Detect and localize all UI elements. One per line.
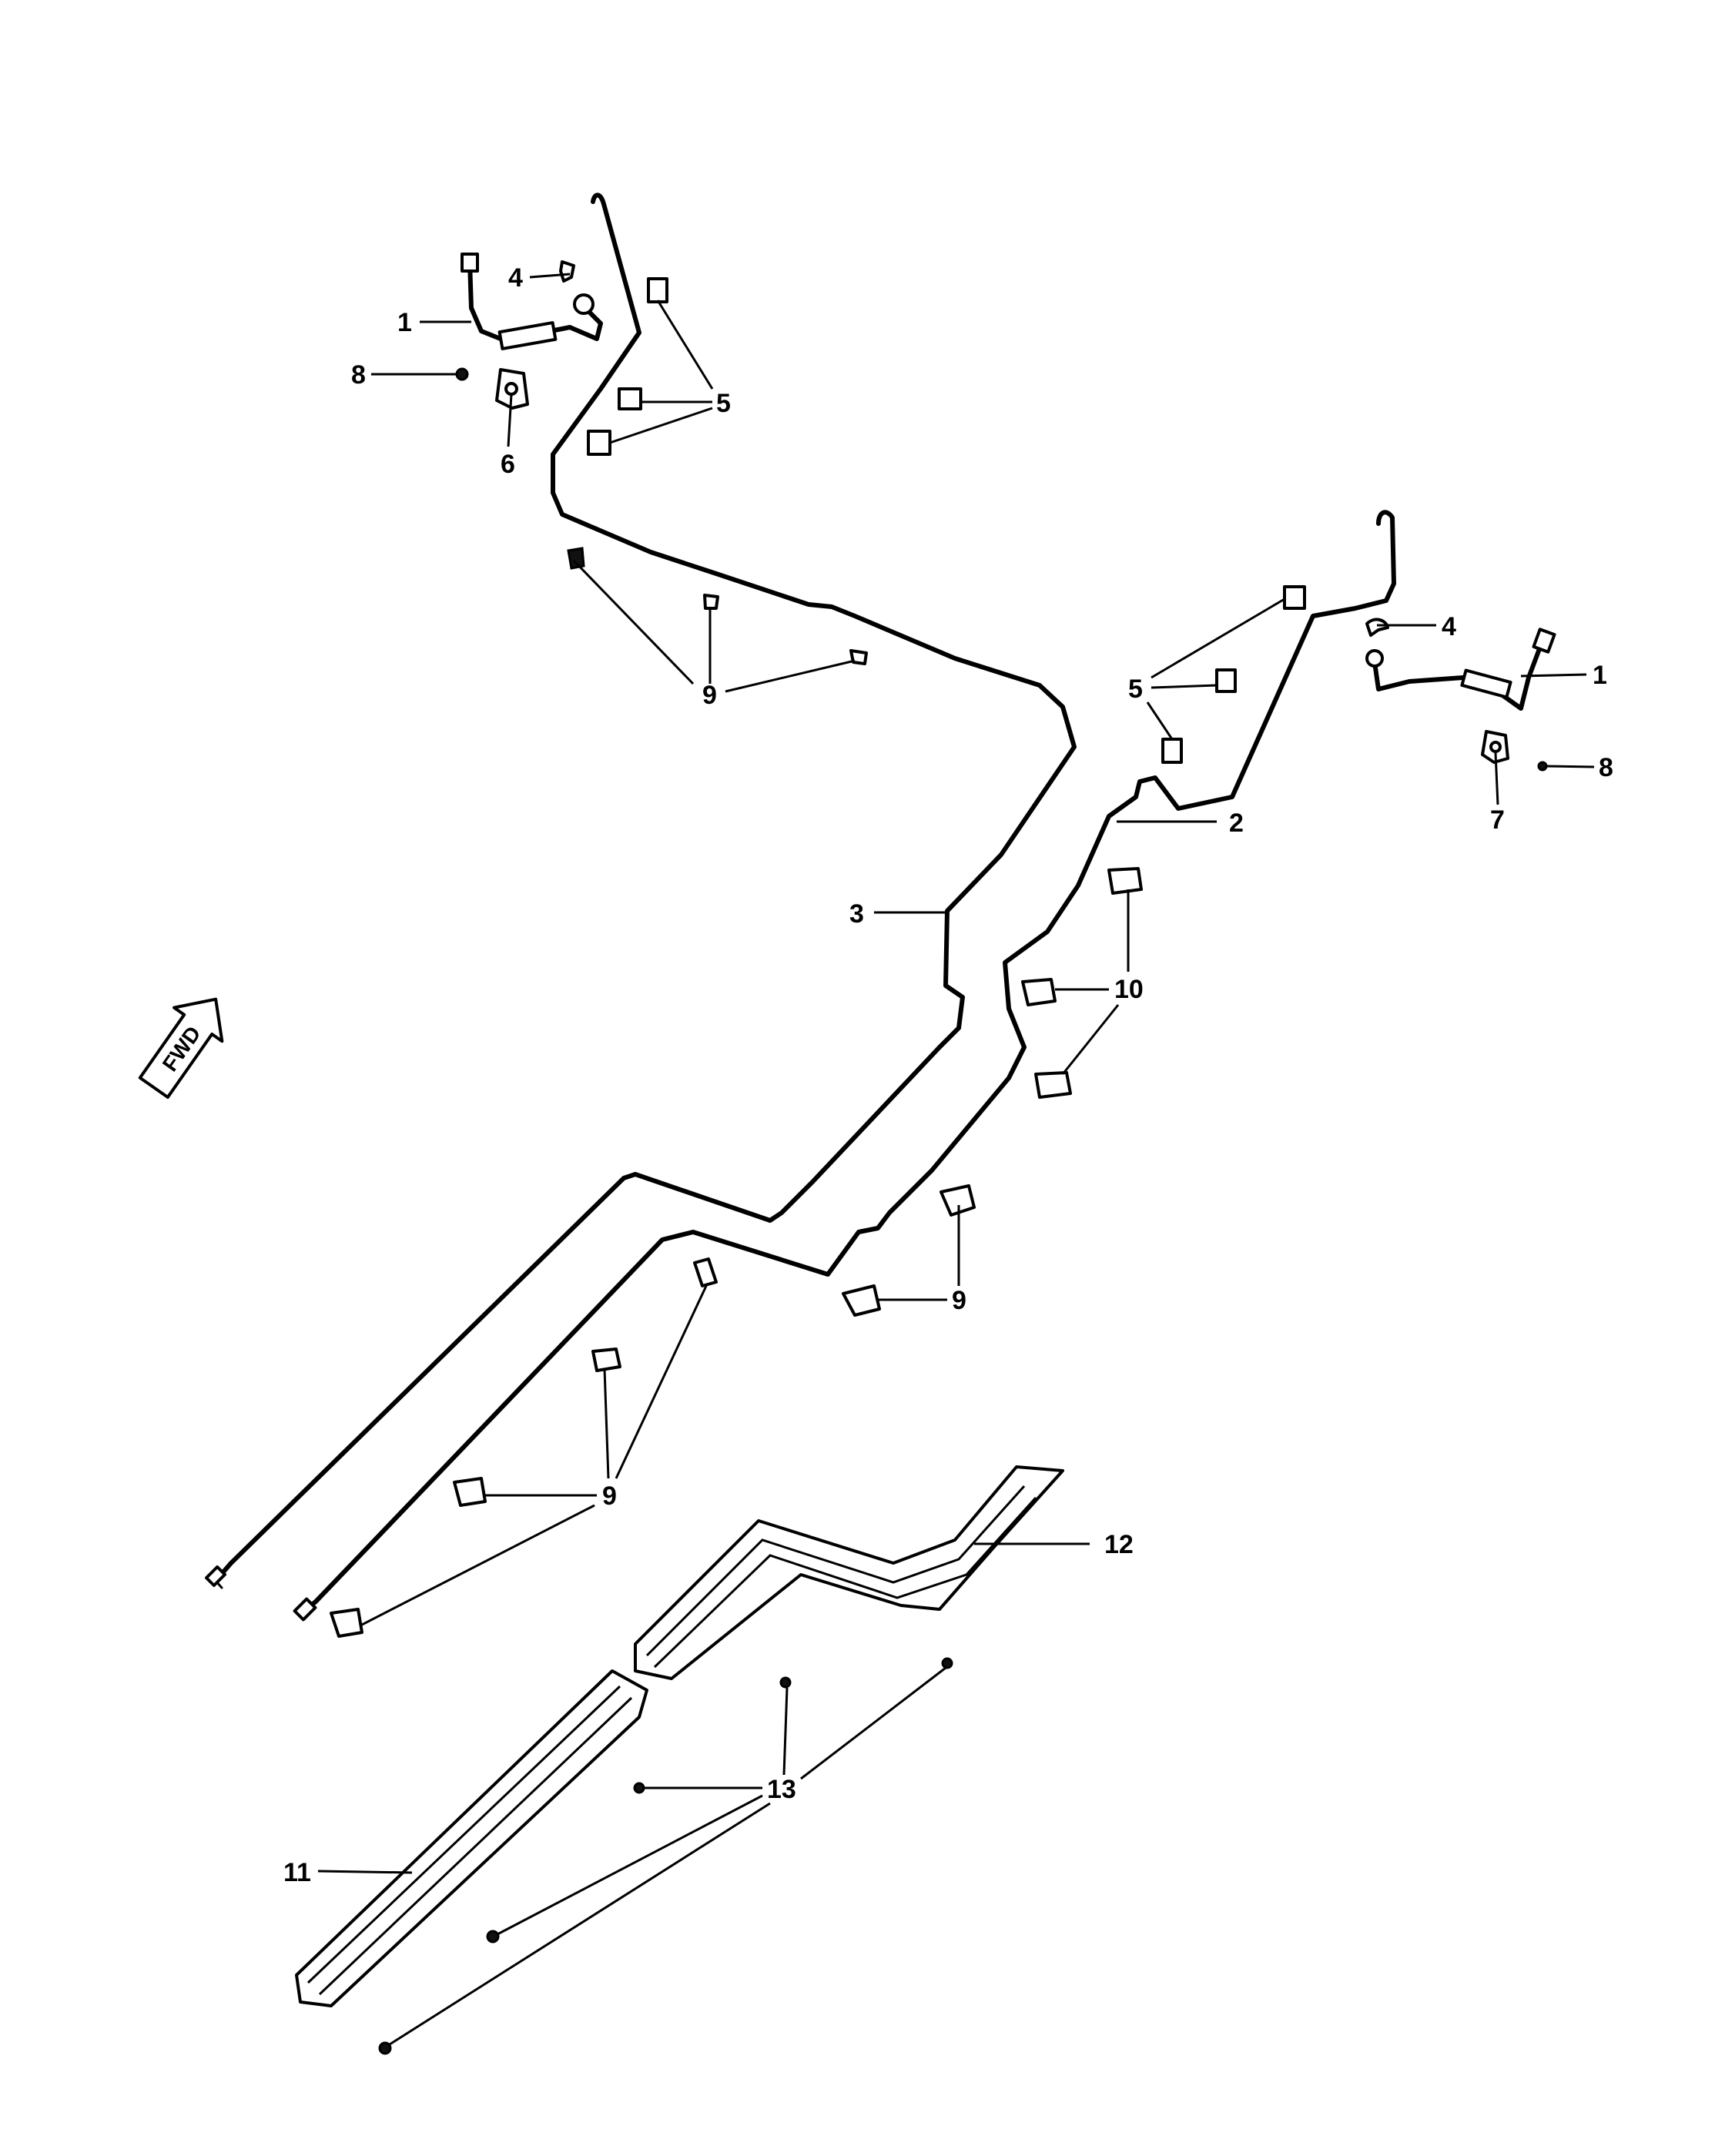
shield-12 bbox=[634, 1465, 1064, 1680]
clip-10-b bbox=[1021, 978, 1057, 1006]
shield-11-channel bbox=[306, 1685, 621, 1984]
callout-1-right: 1 bbox=[1593, 661, 1607, 690]
clip-9-i bbox=[330, 1608, 363, 1638]
shield-11 bbox=[295, 1669, 648, 2007]
leader-5-right-a bbox=[1151, 598, 1285, 679]
fwd-arrow: FWD bbox=[138, 997, 224, 1099]
flex-hose-right bbox=[1372, 644, 1542, 711]
shield-12-channel-2 bbox=[653, 1496, 1037, 1669]
screw-13-e bbox=[378, 2041, 392, 2055]
brake-tube-left bbox=[213, 192, 1077, 1583]
flex-hose-right-sleeve bbox=[1460, 668, 1512, 699]
clip-5-left-b bbox=[618, 387, 642, 410]
bracket-7-hole bbox=[1489, 741, 1502, 753]
clip-9-d bbox=[940, 1184, 976, 1217]
clip-9-b bbox=[703, 594, 719, 610]
leader-8-right bbox=[1546, 765, 1595, 768]
leader-9-low-a bbox=[603, 1368, 610, 1479]
leader-9-upper-c bbox=[725, 659, 856, 693]
leader-11 bbox=[317, 1870, 413, 1874]
leader-9-upper-a bbox=[572, 559, 695, 685]
leader-7 bbox=[1494, 752, 1499, 805]
leader-5-right-c bbox=[1146, 701, 1174, 740]
leader-5-left-c bbox=[609, 407, 713, 444]
leader-13-d bbox=[497, 1794, 763, 1936]
callout-4-right: 4 bbox=[1442, 612, 1456, 641]
screw-13-d bbox=[486, 1930, 500, 1943]
callout-2: 2 bbox=[1229, 808, 1244, 838]
brake-tube-left-fitting bbox=[204, 1565, 227, 1588]
clip-5-left-c bbox=[587, 430, 611, 456]
leader-6 bbox=[507, 393, 513, 447]
leader-13-a bbox=[782, 1687, 789, 1776]
brake-tube-right bbox=[302, 510, 1396, 1613]
clip-5-right-b bbox=[1215, 668, 1237, 693]
clip-9-c bbox=[849, 649, 868, 665]
callout-1-left: 1 bbox=[397, 308, 412, 337]
screw-13-c bbox=[633, 1782, 645, 1794]
flex-hose-left-fitting-end bbox=[573, 293, 595, 315]
callout-12: 12 bbox=[1104, 1530, 1134, 1559]
clip-5-right-c bbox=[1161, 738, 1183, 764]
shield-11-channel-2 bbox=[318, 1696, 633, 1996]
leader-10-c bbox=[1061, 1004, 1120, 1075]
screw-13-a bbox=[779, 1676, 792, 1689]
callout-10: 10 bbox=[1114, 975, 1144, 1004]
shield-12-channel bbox=[645, 1485, 1026, 1657]
flex-hose-left-sleeve bbox=[497, 321, 558, 350]
clip-10-c bbox=[1034, 1071, 1072, 1099]
callout-11: 11 bbox=[283, 1858, 311, 1887]
callout-8-right: 8 bbox=[1599, 753, 1613, 782]
callout-5-right: 5 bbox=[1128, 675, 1143, 704]
leader-13-b bbox=[800, 1666, 946, 1780]
flex-hose-right-fitting-end bbox=[1365, 649, 1384, 668]
bolt-8-left bbox=[455, 367, 469, 381]
leader-5-right-b bbox=[1151, 684, 1218, 689]
clip-10-a bbox=[1107, 867, 1143, 895]
callout-7: 7 bbox=[1490, 805, 1505, 835]
callout-9-low: 9 bbox=[602, 1481, 617, 1511]
screw-13-b bbox=[941, 1657, 953, 1669]
callout-3: 3 bbox=[849, 899, 864, 929]
clip-9-a bbox=[567, 547, 585, 570]
leader-4-left bbox=[529, 273, 571, 279]
clip-5-left-a bbox=[647, 277, 668, 303]
clip-4-right bbox=[1365, 618, 1389, 637]
clip-9-f bbox=[693, 1257, 718, 1287]
callout-8-left: 8 bbox=[351, 360, 366, 390]
callout-13: 13 bbox=[767, 1775, 796, 1804]
clip-9-g bbox=[591, 1348, 621, 1372]
clip-5-right-a bbox=[1283, 585, 1306, 610]
callout-4-left: 4 bbox=[508, 263, 523, 293]
callout-5-left: 5 bbox=[716, 389, 731, 418]
clip-4-left bbox=[559, 260, 575, 283]
callout-9-mid: 9 bbox=[952, 1286, 966, 1315]
fwd-arrow-shape bbox=[138, 997, 224, 1099]
bracket-6-hole bbox=[504, 382, 518, 396]
leader-13-e bbox=[389, 1802, 771, 2046]
flex-hose-left-fitting-top bbox=[461, 253, 479, 273]
callout-6: 6 bbox=[501, 450, 515, 479]
leader-5-left-a bbox=[656, 300, 714, 390]
leader-1-right bbox=[1520, 673, 1587, 678]
brake-tube-right-fitting bbox=[293, 1597, 317, 1622]
leader-9-low-d bbox=[361, 1504, 595, 1626]
flex-hose-right-fitting-top bbox=[1532, 628, 1556, 654]
bolt-8-right bbox=[1537, 761, 1548, 772]
clip-9-h bbox=[453, 1477, 487, 1507]
clip-9-e bbox=[842, 1284, 881, 1317]
callout-9-upper: 9 bbox=[702, 681, 717, 710]
leader-9-low-b bbox=[615, 1284, 708, 1479]
